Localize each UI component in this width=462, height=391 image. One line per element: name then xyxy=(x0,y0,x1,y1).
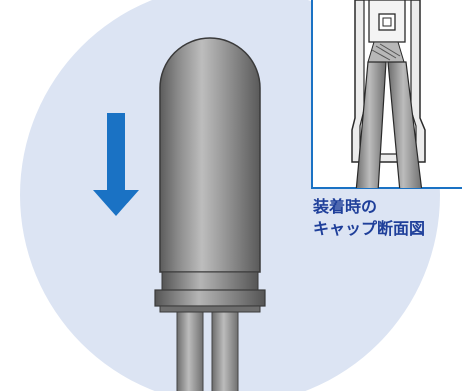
caption-line-2: キャップ断面図 xyxy=(313,219,426,238)
cross-section-caption: 装着時の キャップ断面図 xyxy=(313,196,425,240)
arrow-down-icon xyxy=(93,113,139,216)
cap-body xyxy=(154,37,266,313)
cross-section-inset xyxy=(311,0,462,189)
lead-wires xyxy=(176,303,239,391)
caption-line-1: 装着時の xyxy=(313,197,378,216)
